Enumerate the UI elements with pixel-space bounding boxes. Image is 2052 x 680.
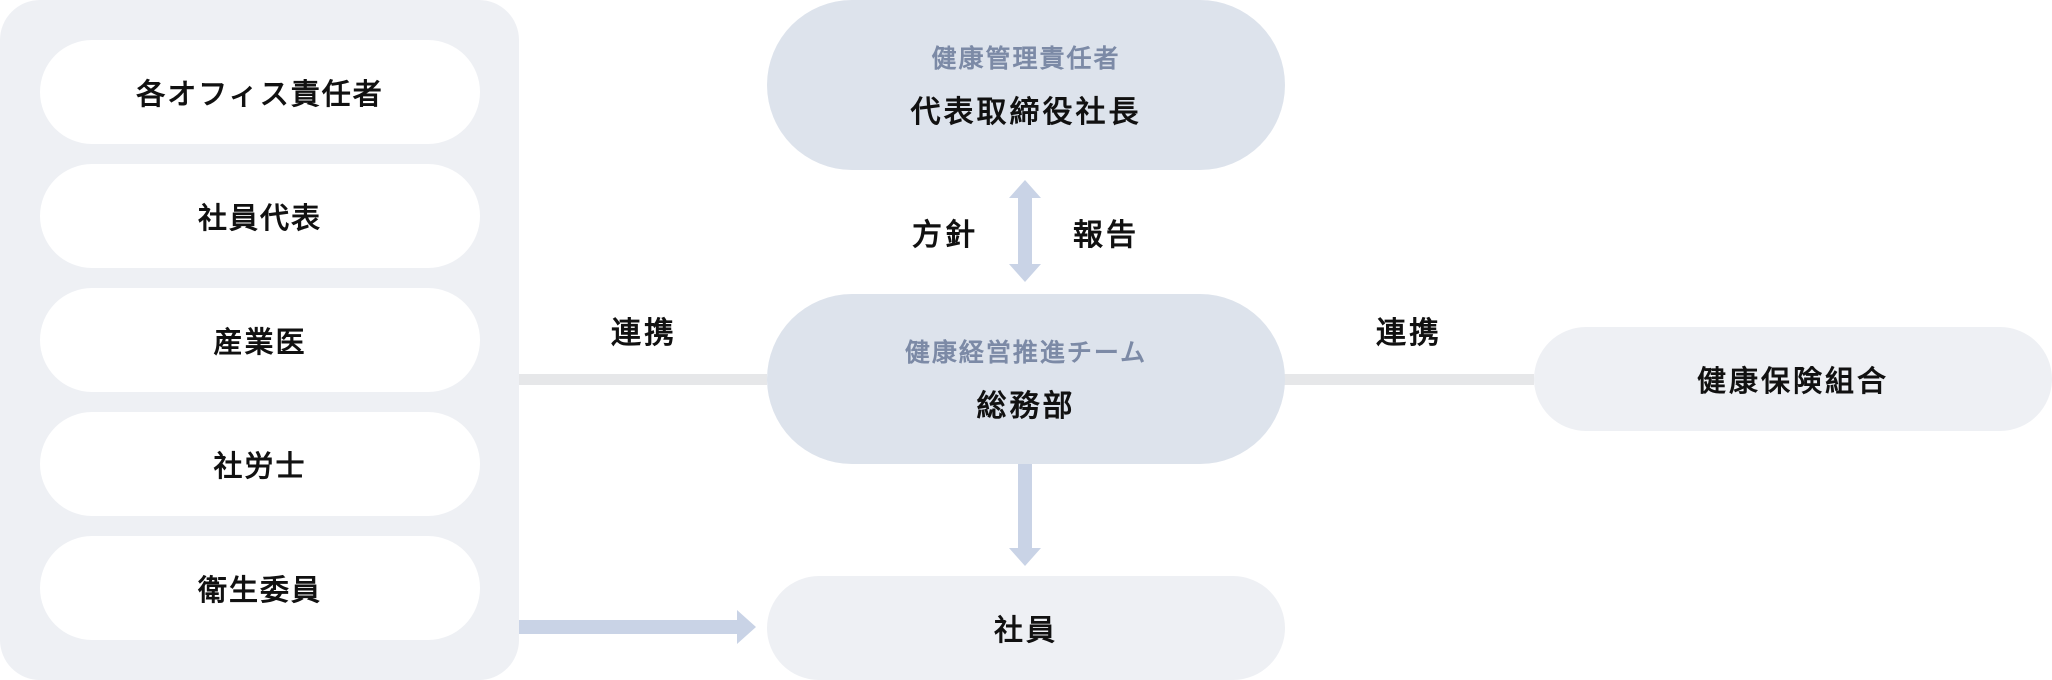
stakeholder-label: 各オフィス責任者	[136, 77, 384, 111]
stakeholder-employee-representative: 社員代表	[40, 164, 480, 268]
collaboration-label-left: 連携	[611, 316, 677, 351]
stakeholder-labor-consultant: 社労士	[40, 412, 480, 516]
health-promotion-team-subtitle: 健康経営推進チーム	[904, 338, 1148, 367]
collaboration-label-right: 連携	[1376, 316, 1442, 351]
health-promotion-team-title: 総務部	[976, 389, 1076, 424]
connector-line-right	[1284, 374, 1534, 385]
report-label: 報告	[1073, 218, 1139, 253]
stakeholder-label: 社労士	[213, 449, 307, 483]
employees-title: 社員	[993, 613, 1058, 647]
stakeholder-health-committee: 衛生委員	[40, 536, 480, 640]
policy-label: 方針	[912, 218, 978, 253]
stakeholder-label: 衛生委員	[197, 573, 322, 607]
health-insurance-union-title: 健康保険組合	[1696, 364, 1889, 398]
health-insurance-union-box: 健康保険組合	[1534, 327, 2052, 431]
down-arrow-icon	[1009, 464, 1041, 566]
stakeholder-office-managers: 各オフィス責任者	[40, 40, 480, 144]
stakeholder-occupational-physician: 産業医	[40, 288, 480, 392]
health-promotion-team-box: 健康経営推進チーム 総務部	[767, 294, 1285, 464]
double-arrow-icon	[1009, 180, 1041, 282]
health-manager-box: 健康管理責任者 代表取締役社長	[767, 0, 1285, 170]
right-arrow-icon	[519, 610, 756, 644]
employees-box: 社員	[767, 576, 1285, 680]
stakeholder-panel: 各オフィス責任者 社員代表 産業医 社労士 衛生委員	[0, 0, 519, 680]
health-manager-title: 代表取締役社長	[910, 95, 1142, 130]
health-manager-subtitle: 健康管理責任者	[931, 44, 1121, 73]
connector-line-left	[519, 374, 767, 385]
stakeholder-label: 社員代表	[197, 201, 322, 235]
stakeholder-label: 産業医	[213, 325, 307, 359]
